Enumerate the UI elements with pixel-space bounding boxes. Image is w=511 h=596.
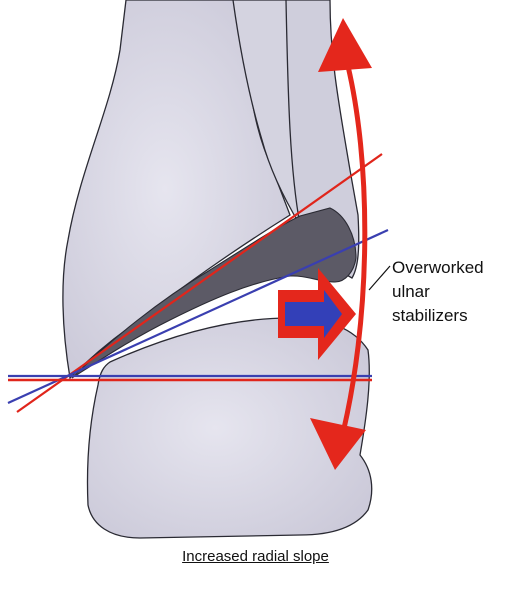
callout-line-3: stabilizers bbox=[392, 304, 484, 328]
callout-line-1: Overworked bbox=[392, 256, 484, 280]
callout-label: Overworked ulnar stabilizers bbox=[392, 256, 484, 328]
figure-caption: Increased radial slope bbox=[0, 548, 511, 565]
callout-line-2: ulnar bbox=[392, 280, 484, 304]
callout-leader-line bbox=[369, 266, 390, 290]
